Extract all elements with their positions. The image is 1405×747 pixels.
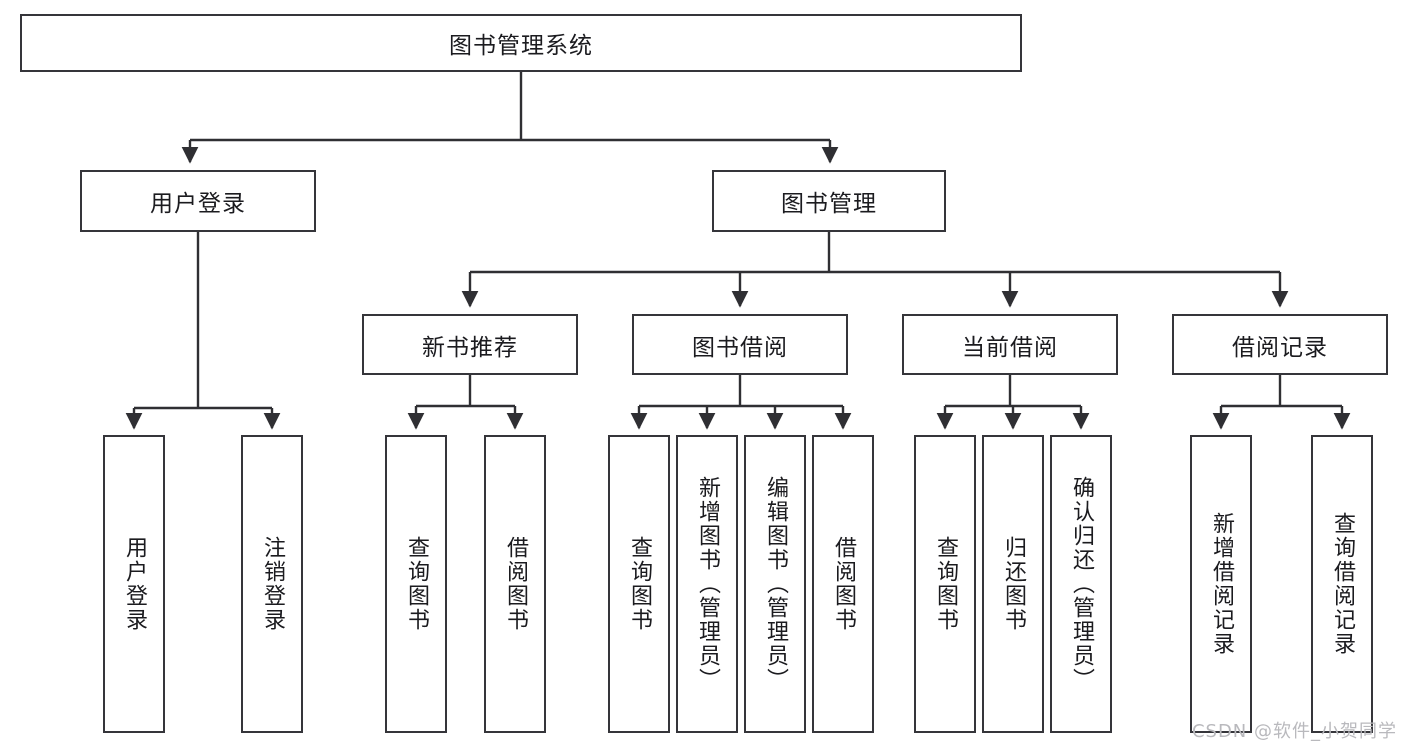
leaf-borrow-book-recommend[interactable]: 借阅图书 <box>484 435 546 733</box>
node-label: 用户登录 <box>121 536 147 632</box>
leaf-logout-login[interactable]: 注销登录 <box>241 435 303 733</box>
node-label: 图书借阅 <box>692 334 788 361</box>
leaf-query-book-current[interactable]: 查询图书 <box>914 435 976 733</box>
node-label: 查询图书 <box>932 536 958 632</box>
node-label: 新增借阅记录 <box>1208 512 1234 656</box>
leaf-return-book[interactable]: 归还图书 <box>982 435 1044 733</box>
node-label: 编辑图书（管理员） <box>762 476 788 692</box>
node-label: 图书管理系统 <box>449 33 593 59</box>
node-label: 借阅记录 <box>1232 334 1328 361</box>
leaf-user-login[interactable]: 用户登录 <box>103 435 165 733</box>
node-label: 注销登录 <box>259 536 285 632</box>
leaf-query-book-recommend[interactable]: 查询图书 <box>385 435 447 733</box>
leaf-borrow-book[interactable]: 借阅图书 <box>812 435 874 733</box>
leaf-add-book-admin[interactable]: 新增图书（管理员） <box>676 435 738 733</box>
node-new-book-recommend[interactable]: 新书推荐 <box>362 314 578 375</box>
node-book-management[interactable]: 图书管理 <box>712 170 946 232</box>
node-label: 查询借阅记录 <box>1329 512 1355 656</box>
node-label: 新书推荐 <box>422 334 518 361</box>
node-label: 借阅图书 <box>502 536 528 632</box>
node-root[interactable]: 图书管理系统 <box>20 14 1022 72</box>
watermark: CSDN @软件_小贺同学 <box>1191 721 1397 742</box>
node-label: 当前借阅 <box>962 334 1058 361</box>
node-label: 用户登录 <box>150 191 246 217</box>
node-borrow-records[interactable]: 借阅记录 <box>1172 314 1388 375</box>
node-current-borrow[interactable]: 当前借阅 <box>902 314 1118 375</box>
node-label: 查询图书 <box>403 536 429 632</box>
node-label: 查询图书 <box>626 536 652 632</box>
node-label: 借阅图书 <box>830 536 856 632</box>
node-label: 归还图书 <box>1000 536 1026 632</box>
node-label: 确认归还（管理员） <box>1068 476 1094 692</box>
leaf-edit-book-admin[interactable]: 编辑图书（管理员） <box>744 435 806 733</box>
leaf-query-book-borrow[interactable]: 查询图书 <box>608 435 670 733</box>
node-label: 新增图书（管理员） <box>694 476 720 692</box>
leaf-confirm-return-admin[interactable]: 确认归还（管理员） <box>1050 435 1112 733</box>
leaf-add-borrow-record[interactable]: 新增借阅记录 <box>1190 435 1252 733</box>
node-label: 图书管理 <box>781 191 877 217</box>
node-book-borrow[interactable]: 图书借阅 <box>632 314 848 375</box>
node-user-login[interactable]: 用户登录 <box>80 170 316 232</box>
leaf-query-borrow-record[interactable]: 查询借阅记录 <box>1311 435 1373 733</box>
